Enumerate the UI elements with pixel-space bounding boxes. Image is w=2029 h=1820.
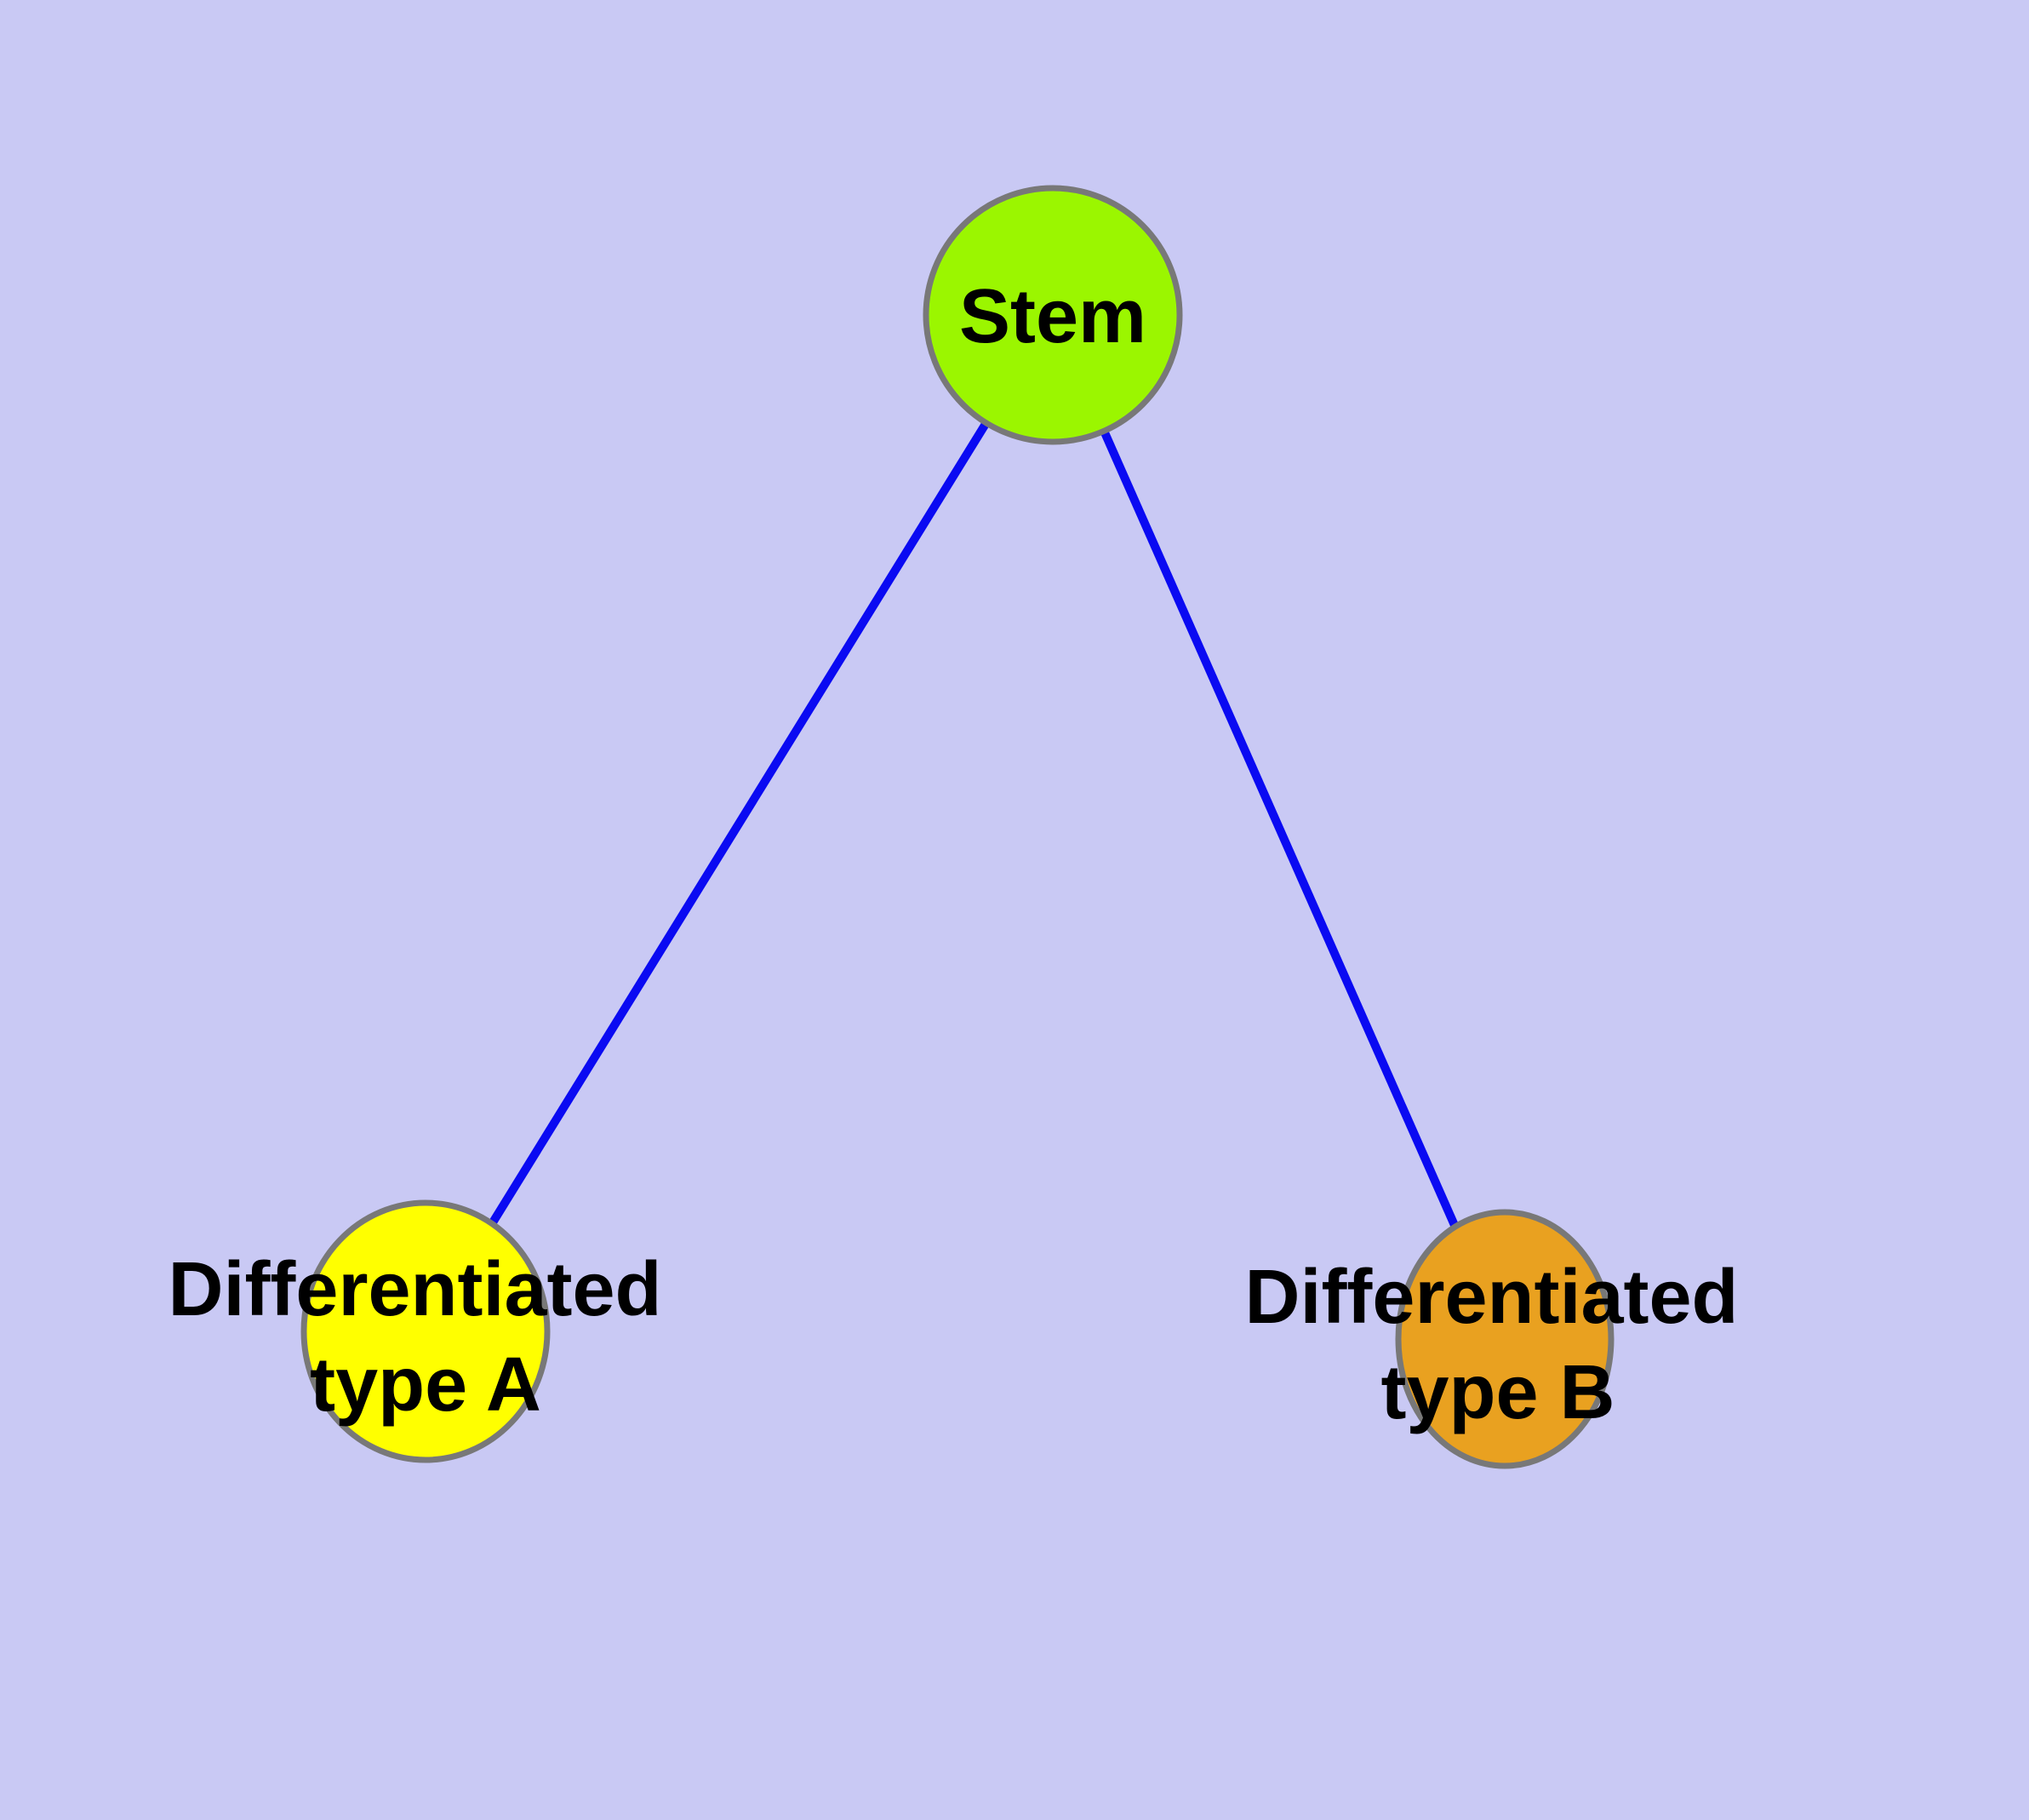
node-differentiated-type-a: Differentiated type A: [168, 1199, 683, 1463]
node-layer: Stem Differentiated type A Differentiate…: [168, 185, 1759, 1469]
edge-stem-to-type-b: [1049, 312, 1509, 1342]
node-type-a-label-line2: type A: [310, 1342, 541, 1428]
node-type-a-label: Differentiated type A: [168, 1247, 683, 1428]
node-stem-label: Stem: [959, 274, 1146, 359]
node-type-a-label-line1: Differentiated: [168, 1247, 661, 1332]
node-type-b-label-line1: Differentiated: [1244, 1255, 1738, 1340]
node-stem: Stem: [923, 185, 1183, 445]
edge-stem-to-type-a: [421, 312, 1057, 1334]
edge-layer: [421, 312, 1509, 1342]
node-type-b-circle: [1395, 1209, 1615, 1469]
node-differentiated-type-b: Differentiated type B: [1244, 1209, 1759, 1469]
node-type-b-label-line2: type B: [1380, 1350, 1615, 1435]
node-type-b-label: Differentiated type B: [1244, 1255, 1759, 1435]
node-type-a-circle: [300, 1199, 551, 1463]
node-stem-circle: [923, 185, 1183, 445]
